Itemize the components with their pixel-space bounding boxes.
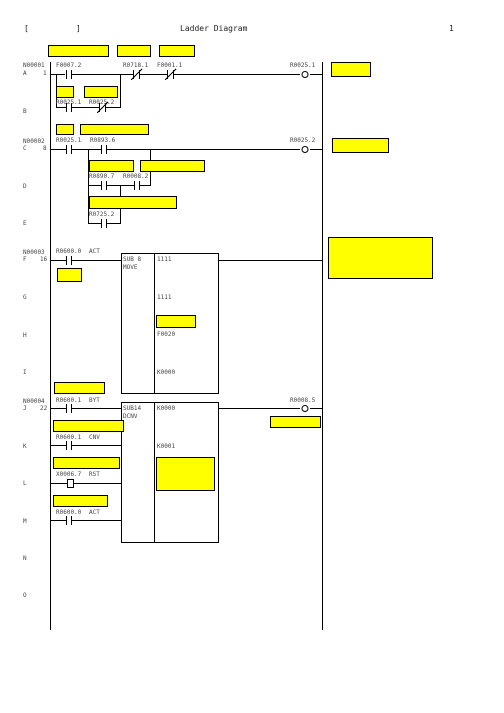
contact-address[interactable]: R0890.7 (89, 173, 115, 180)
contact-address[interactable]: F0007.2 (56, 62, 82, 69)
network-id: N00003 (23, 249, 45, 256)
contact-symbols (66, 70, 140, 525)
contact-label: BYT (89, 397, 100, 404)
coil-address[interactable]: R0008.5 (290, 397, 316, 404)
func-param: 1111 (157, 256, 172, 263)
row-label: I (23, 369, 27, 376)
contact-label: ACT (89, 509, 100, 516)
row-label: B (23, 108, 27, 115)
row-label: M (23, 518, 27, 525)
comment-box[interactable] (156, 315, 196, 328)
contact-address[interactable]: R0600.0 (56, 248, 82, 255)
comment-box[interactable] (156, 457, 215, 491)
contact-address[interactable]: R0025.2 (89, 99, 115, 106)
contact-address[interactable]: R0600.1 (56, 434, 82, 441)
contact-label: RST (89, 471, 100, 478)
func-op: DCNV (123, 413, 138, 420)
comment-box[interactable] (332, 138, 389, 153)
row-label: N (23, 555, 27, 562)
row-label: E (23, 220, 27, 227)
func-name: SUB14 (123, 405, 142, 412)
contact-address[interactable]: X0006.7 (56, 471, 82, 478)
network-step: 8 (43, 145, 47, 152)
row-label: D (23, 183, 27, 190)
comment-box[interactable] (117, 45, 151, 57)
contact-label: ACT (89, 248, 100, 255)
contact-address[interactable]: R0600.0 (56, 509, 82, 516)
comment-box[interactable] (84, 86, 118, 98)
row-label: J (23, 405, 27, 412)
row-label: H (23, 332, 27, 339)
nc-contact-symbols (96, 68, 177, 114)
contact-label: CNV (89, 434, 100, 441)
comment-box[interactable] (53, 457, 120, 469)
func-param: K0000 (157, 369, 176, 376)
comment-box[interactable] (80, 124, 149, 135)
func-param: F0020 (157, 331, 176, 338)
func-param: K0001 (157, 443, 176, 450)
row-label: K (23, 443, 27, 450)
network-id: N00002 (23, 138, 45, 145)
row-label: F (23, 256, 27, 263)
coil-symbols (301, 71, 309, 412)
row-label: G (23, 294, 27, 301)
comment-box[interactable] (53, 495, 108, 507)
page-number: 1 (449, 24, 454, 33)
network-step: 1 (43, 70, 47, 77)
contact-address[interactable]: R0025.1 (56, 99, 82, 106)
contact-address[interactable]: R0893.6 (90, 137, 116, 144)
comment-box[interactable] (48, 45, 109, 57)
row-label: A (23, 70, 27, 77)
comment-box[interactable] (89, 196, 177, 209)
row-label: L (23, 480, 27, 487)
comment-box[interactable] (331, 62, 371, 77)
coil-address[interactable]: R0025.2 (290, 137, 316, 144)
network-step: 16 (40, 256, 48, 263)
row-label: O (23, 592, 27, 599)
comment-box[interactable] (89, 160, 134, 172)
func-op: MOVE (123, 264, 138, 271)
func-name: SUB 8 (123, 256, 142, 263)
comment-box[interactable] (57, 268, 82, 282)
contact-address[interactable]: R0725.2 (89, 211, 115, 218)
func-param: 1111 (157, 294, 172, 301)
network-step: 22 (40, 405, 48, 412)
contact-address[interactable]: R0008.2 (123, 173, 149, 180)
func-param: K0000 (157, 405, 176, 412)
coil-address[interactable]: R0025.1 (290, 62, 316, 69)
comment-box[interactable] (328, 237, 433, 279)
contact-address[interactable]: R0025.1 (56, 137, 82, 144)
comment-box[interactable] (56, 86, 74, 98)
header-bracket-open: [ (24, 24, 29, 33)
network-id: N00004 (23, 398, 45, 405)
comment-box[interactable] (56, 124, 74, 135)
header-bracket-close: ] (76, 24, 81, 33)
row-label: C (23, 145, 27, 152)
contact-address[interactable]: F0001.1 (157, 62, 183, 69)
comment-box[interactable] (54, 382, 105, 394)
comment-box[interactable] (53, 420, 124, 432)
comment-box[interactable] (159, 45, 195, 57)
contact-address[interactable]: R0600.1 (56, 397, 82, 404)
page-title: Ladder Diagram (180, 24, 248, 33)
contact-address[interactable]: R0718.1 (123, 62, 149, 69)
comment-box[interactable] (140, 160, 205, 172)
network-id: N00001 (23, 62, 45, 69)
comment-box[interactable] (270, 416, 321, 428)
